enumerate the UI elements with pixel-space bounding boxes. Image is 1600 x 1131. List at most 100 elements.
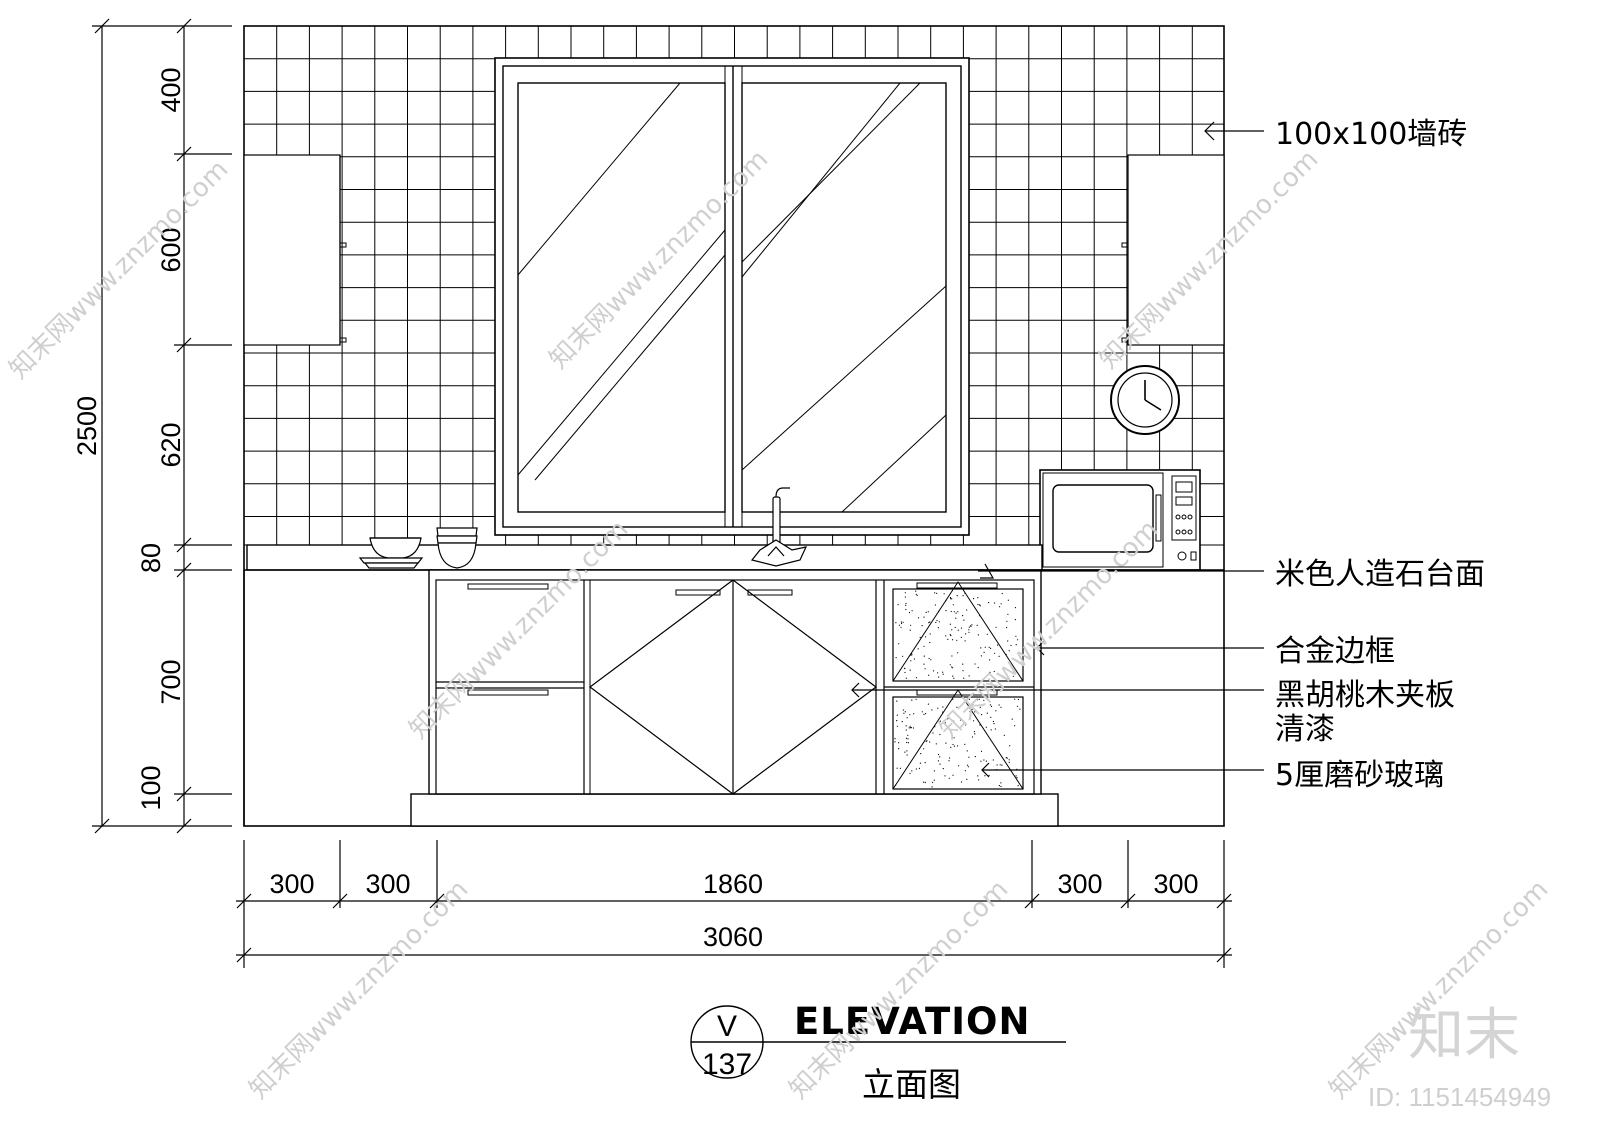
frost-speck — [984, 775, 986, 777]
frost-speck — [977, 666, 979, 669]
frost-speck — [923, 645, 925, 647]
frost-speck — [989, 659, 991, 661]
frost-speck — [921, 711, 923, 713]
frost-speck — [1016, 705, 1019, 707]
frost-speck — [995, 710, 997, 712]
frost-speck — [1007, 640, 1009, 642]
frost-speck — [971, 736, 974, 738]
frost-speck — [959, 719, 962, 721]
frost-speck — [939, 756, 941, 758]
annotation-countertop: 米色人造石台面 — [1275, 557, 1485, 592]
frost-speck — [906, 750, 908, 752]
frost-speck — [904, 711, 906, 713]
frost-speck — [942, 706, 944, 708]
watermark-id: ID: 1151454949 — [1368, 1082, 1551, 1112]
frost-speck — [978, 779, 980, 781]
frost-speck — [909, 725, 911, 727]
frost-speck — [945, 610, 947, 612]
frost-speck — [994, 652, 996, 654]
dim-v-80: 80 — [136, 543, 166, 573]
frost-speck — [952, 774, 954, 776]
frost-speck — [916, 594, 918, 597]
frost-speck — [929, 641, 931, 644]
frost-speck — [939, 763, 941, 765]
frost-speck — [911, 652, 913, 655]
frost-speck — [894, 784, 897, 786]
frost-speck — [979, 724, 981, 726]
frost-speck — [951, 667, 954, 669]
frost-speck — [928, 674, 930, 676]
frost-speck — [896, 720, 898, 722]
frost-speck — [906, 717, 908, 719]
frost-speck — [956, 595, 958, 597]
frost-speck — [972, 720, 975, 722]
frost-speck — [938, 676, 940, 678]
frost-speck — [928, 657, 930, 660]
frost-speck — [907, 734, 909, 736]
frost-speck — [936, 592, 938, 595]
frost-speck — [904, 596, 907, 598]
frost-speck — [923, 781, 925, 783]
faucet — [750, 487, 808, 567]
frost-speck — [907, 738, 909, 740]
frost-speck — [968, 698, 971, 700]
frost-speck — [993, 723, 995, 725]
frost-speck — [965, 724, 967, 726]
frost-speck — [977, 634, 980, 636]
frost-speck — [952, 743, 954, 746]
frost-speck — [1012, 675, 1014, 677]
frost-speck — [951, 655, 953, 657]
frost-speck — [925, 713, 927, 715]
frost-speck — [951, 639, 954, 641]
frost-speck — [1006, 757, 1008, 759]
frost-speck — [953, 737, 955, 739]
frost-speck — [1011, 718, 1013, 720]
frost-speck — [894, 738, 896, 740]
frost-speck — [1014, 698, 1016, 700]
frost-speck — [898, 748, 900, 750]
frost-speck — [915, 698, 917, 700]
frost-speck — [985, 760, 988, 762]
frost-speck — [910, 727, 913, 729]
frost-speck — [933, 770, 936, 772]
frost-speck — [945, 635, 947, 637]
frost-speck — [960, 627, 963, 629]
frost-speck — [992, 720, 995, 723]
frost-speck — [899, 767, 902, 769]
frost-speck — [942, 673, 944, 675]
frost-speck — [909, 669, 911, 671]
frost-speck — [954, 626, 956, 629]
frost-speck — [915, 593, 917, 595]
frost-speck — [1000, 785, 1002, 788]
frost-speck — [901, 721, 903, 723]
frost-speck — [995, 626, 997, 628]
frost-speck — [964, 743, 966, 746]
frost-speck — [928, 622, 930, 624]
frost-speck — [1008, 761, 1010, 764]
frost-speck — [957, 629, 959, 631]
frost-speck — [988, 602, 990, 604]
frost-speck — [988, 774, 990, 777]
frost-speck — [966, 750, 968, 752]
frost-speck — [924, 762, 926, 764]
frost-speck — [964, 640, 966, 642]
dim-v-700: 700 — [156, 659, 186, 704]
watermark-logo: 知末 — [1408, 1003, 1520, 1068]
annotation-wall-tile: 100x100墙砖 — [1275, 117, 1467, 152]
frost-speck — [968, 626, 970, 628]
frost-speck — [998, 655, 1000, 658]
annotation-frosted-glass: 5厘磨砂玻璃 — [1275, 758, 1444, 793]
frost-speck — [1017, 698, 1020, 701]
frost-speck — [957, 611, 959, 613]
frost-speck — [909, 772, 911, 775]
frost-speck — [967, 766, 970, 768]
frost-speck — [1008, 759, 1010, 761]
frost-speck — [936, 619, 938, 622]
frost-speck — [900, 626, 902, 628]
frost-speck — [964, 592, 966, 594]
frost-speck — [969, 711, 971, 713]
frost-speck — [921, 625, 923, 627]
frost-speck — [932, 732, 934, 734]
frost-speck — [905, 608, 907, 611]
frost-speck — [962, 663, 964, 665]
